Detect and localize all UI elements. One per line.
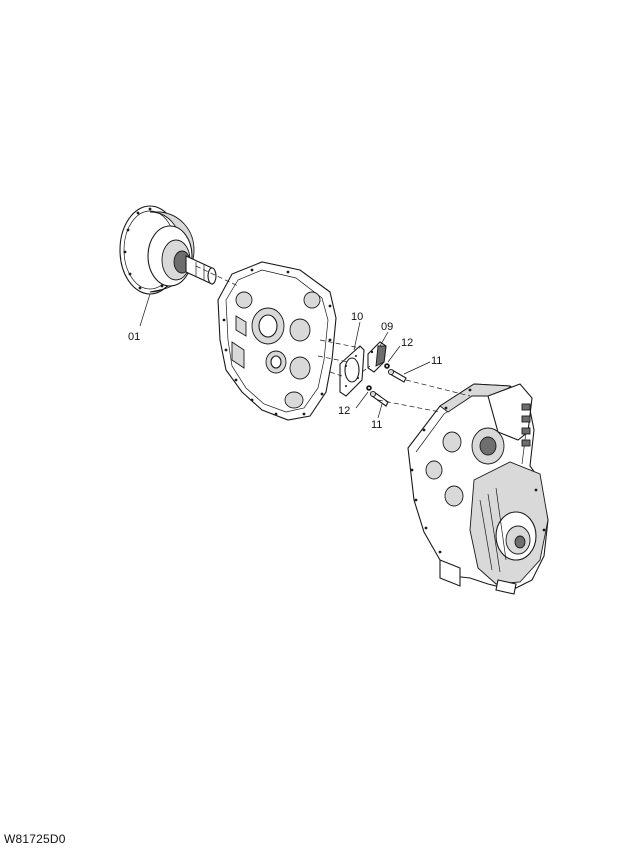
- callout-12-upper: 12: [401, 337, 413, 349]
- bolt-part-11-upper[interactable]: [387, 368, 407, 383]
- transmission-assembly[interactable]: [407, 383, 549, 595]
- washer-part-12-upper[interactable]: [384, 363, 390, 369]
- bolt-part-11-lower[interactable]: [369, 390, 389, 407]
- callout-09: 09: [381, 321, 393, 333]
- assembly-lines: [195, 265, 471, 413]
- callout-12-lower: 12: [338, 405, 350, 417]
- converter-housing[interactable]: [217, 261, 337, 421]
- gasket-part-10[interactable]: [339, 345, 365, 397]
- washer-part-12-lower[interactable]: [366, 385, 372, 391]
- leader-lines: [139, 293, 431, 419]
- callout-01: 01: [128, 331, 140, 343]
- callout-10: 10: [351, 311, 363, 323]
- drawing-code: W81725D0: [4, 832, 66, 846]
- cover-plate-part-09[interactable]: [367, 341, 387, 373]
- callout-11-lower: 11: [371, 419, 382, 431]
- callout-11-upper: 11: [431, 355, 442, 367]
- torque-converter-part-01[interactable]: [119, 205, 217, 295]
